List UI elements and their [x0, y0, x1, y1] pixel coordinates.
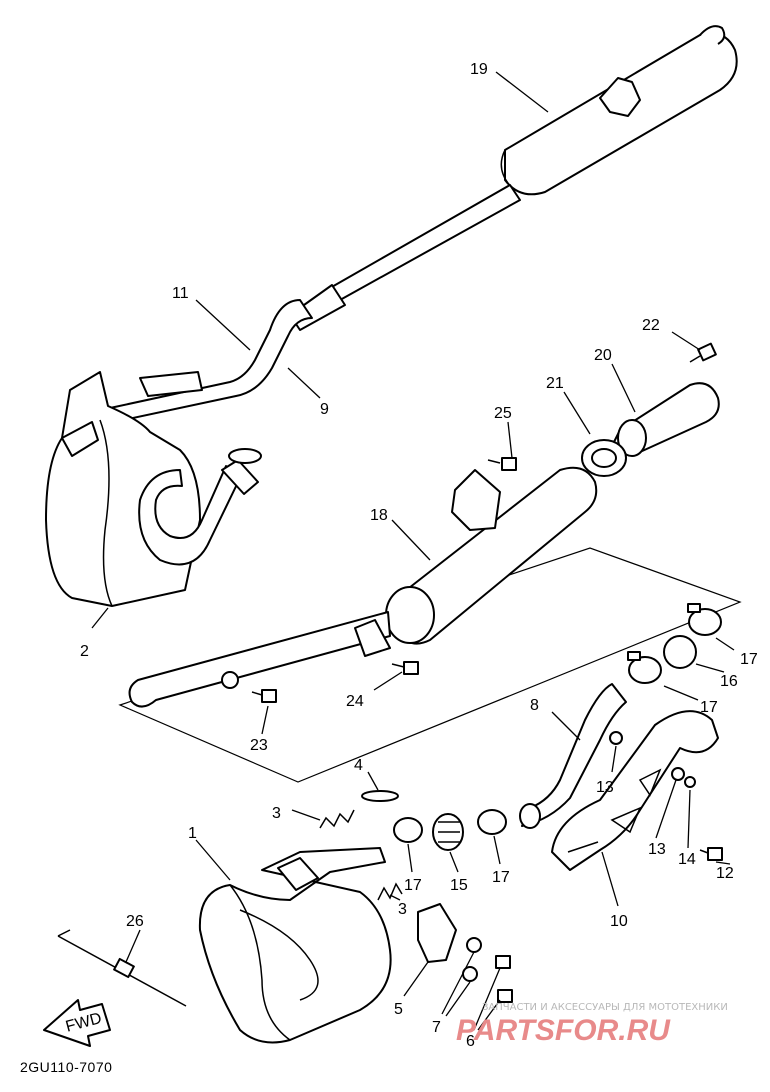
- clamp-17-lower-left: [393, 817, 423, 843]
- callout-17-c: 17: [404, 877, 422, 894]
- callout-4: 4: [354, 757, 363, 774]
- callout-8: 8: [530, 697, 539, 714]
- diagram-code: 2GU110-7070: [20, 1059, 112, 1075]
- callout-16: 16: [720, 673, 738, 690]
- callout-3-b: 3: [398, 901, 407, 918]
- callout-22: 22: [642, 317, 660, 334]
- callout-14: 14: [678, 851, 696, 868]
- callout-17-a: 17: [740, 651, 758, 668]
- rear-pipe-8: [519, 683, 627, 829]
- clamp-17-lower-right: [477, 809, 507, 835]
- callout-13-a: 13: [596, 779, 614, 796]
- bolt-22: [689, 342, 717, 363]
- callout-19: 19: [470, 61, 488, 78]
- expansion-chamber-2: [45, 371, 262, 607]
- bracket-5: [417, 903, 457, 963]
- bolts-6: [495, 955, 513, 1003]
- silencer-19: [500, 25, 738, 196]
- joint-15: [432, 813, 464, 851]
- callout-18: 18: [370, 507, 388, 524]
- callout-10: 10: [610, 913, 628, 930]
- callout-5: 5: [394, 1001, 403, 1018]
- callout-labels: 19 11 9 22 20 21 25 18 2 17 16 17 24 23 …: [80, 61, 758, 1050]
- washers-13-14: [609, 731, 696, 788]
- bolt-12: [699, 847, 723, 861]
- callout-21: 21: [546, 375, 564, 392]
- callout-26: 26: [126, 913, 144, 930]
- callout-25: 25: [494, 405, 512, 422]
- callout-23: 23: [250, 737, 268, 754]
- callout-6: 6: [466, 1033, 475, 1050]
- callout-7: 7: [432, 1019, 441, 1036]
- bolt-25: [487, 457, 517, 471]
- callout-12: 12: [716, 865, 734, 882]
- callout-9: 9: [320, 401, 329, 418]
- washers-7: [462, 937, 482, 982]
- gasket-4: [361, 790, 399, 802]
- callout-3-a: 3: [272, 805, 281, 822]
- leader-lines: [91, 71, 735, 1031]
- callout-17-b: 17: [700, 699, 718, 716]
- callout-20: 20: [594, 347, 612, 364]
- watermark-text: ЗАПЧАСТИ И АКСЕССУАРЫ ДЛЯ МОТОТЕХНИКИ: [482, 1002, 728, 1013]
- callout-15: 15: [450, 877, 468, 894]
- expansion-chamber-1: [198, 847, 392, 1044]
- clamp-17-middle: [627, 651, 662, 684]
- heat-guard-10: [551, 710, 719, 871]
- tailpipe-9: [109, 184, 521, 423]
- watermark-brand: PARTSFOR.RU: [456, 1014, 671, 1047]
- spring-3-lower: [377, 882, 403, 901]
- rod-26: [57, 929, 187, 1007]
- callout-1: 1: [188, 825, 197, 842]
- bolt-23: [251, 689, 277, 703]
- bolt-24: [391, 661, 419, 675]
- callout-17-d: 17: [492, 869, 510, 886]
- silencer-18: [128, 466, 598, 708]
- callout-2: 2: [80, 643, 89, 660]
- clamp-17-upper: [687, 603, 722, 636]
- callout-13-b: 13: [648, 841, 666, 858]
- fwd-arrow-icon: FWD: [43, 999, 111, 1047]
- callout-11: 11: [172, 285, 189, 302]
- gasket-21: [581, 439, 627, 477]
- spring-3-upper: [319, 809, 355, 829]
- callout-24: 24: [346, 693, 364, 710]
- end-cap-20: [613, 382, 720, 457]
- joint-16: [663, 635, 697, 669]
